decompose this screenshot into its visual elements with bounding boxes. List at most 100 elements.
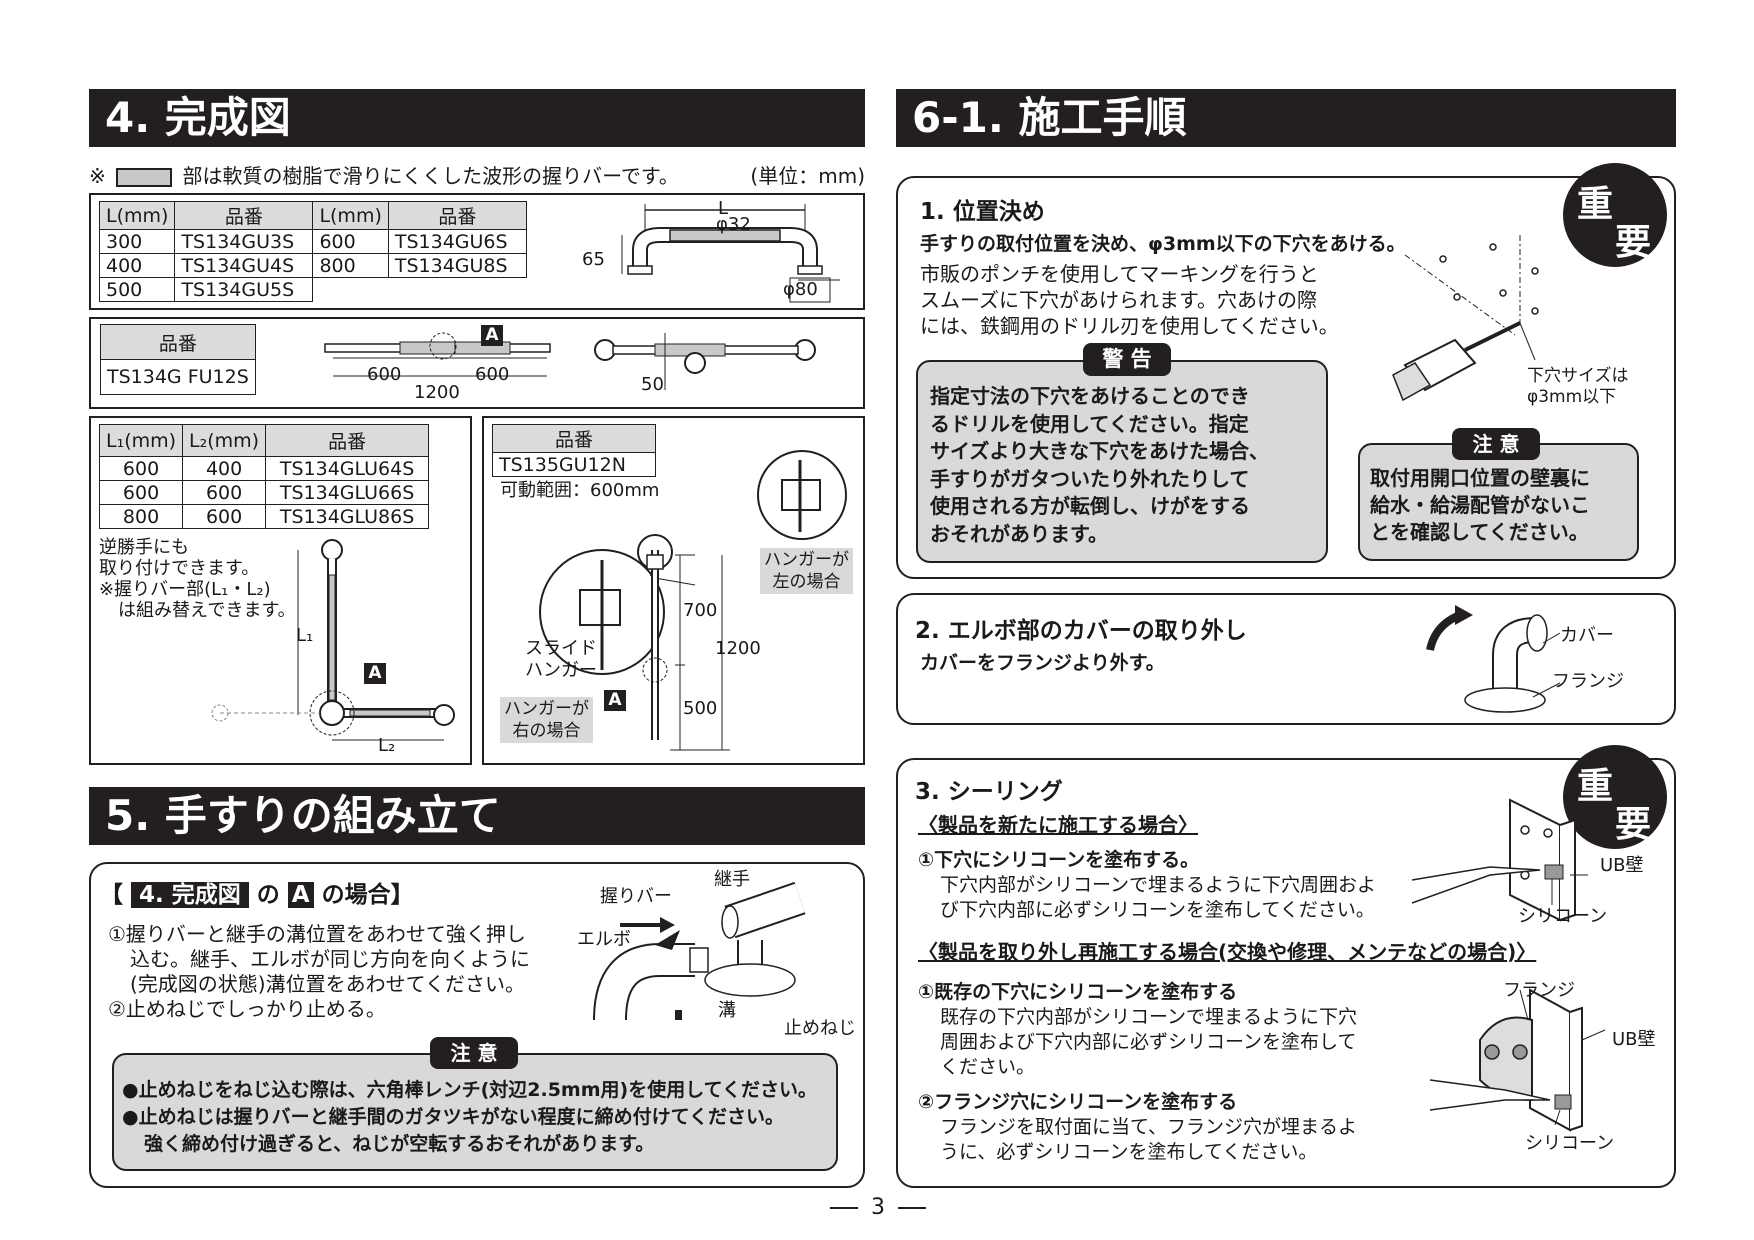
section4-header: 4. 完成図: [89, 89, 865, 147]
section4-title: 4. 完成図: [105, 93, 291, 142]
label-line: 右の場合: [512, 721, 581, 741]
assembly-caution-box: [112, 1053, 838, 1171]
range-label: 可動範囲：600mm: [500, 480, 660, 501]
case1-body: 下穴内部がシリコーンで埋まるように下穴周囲およ び下穴内部に必ずシリコーンを塗布…: [940, 873, 1376, 923]
dim-700: 700: [683, 600, 718, 621]
caution-line: ●止めねじは握りバーと継手間のガタツキがない程度に締め付けてください。: [122, 1106, 785, 1128]
section4-note: ※ 部は軟質の樹脂で滑りにくくした波形の握りバーです。 (単位：mm): [89, 162, 865, 190]
section5-title: 5. 手すりの組み立て: [105, 791, 501, 840]
l-bar-notes: 逆勝手にも 取り付けできます。 ※握りバー部(L₁・L₂) は組み替えできます。: [99, 537, 296, 621]
dim-50: 50: [641, 374, 664, 395]
ref-chip: 4. 完成図: [131, 882, 249, 908]
note-line: 逆勝手にも: [99, 537, 189, 558]
page-number-text: 3: [871, 1195, 885, 1220]
step3-title: 3. シーリング: [915, 779, 1063, 805]
case2-body1: 既存の下穴内部がシリコーンで埋まるように下穴 周囲および下穴内部に必ずシリコーン…: [940, 1005, 1357, 1080]
cell: TS134G FU12S: [100, 359, 256, 395]
body-line: 既存の下穴内部がシリコーンで埋まるように下穴: [940, 1006, 1358, 1028]
note-mark: ※: [89, 164, 106, 188]
body-line: フランジを取付面に当て、フランジ穴が埋まるよ: [940, 1116, 1358, 1138]
caution-badge: 注 意: [430, 1037, 518, 1069]
cell: 600: [312, 229, 389, 254]
assembly-caution-text: ●止めねじをねじ込む際は、六角棒レンチ(対辺2.5mm用)を使用してください。 …: [122, 1077, 817, 1158]
cell: TS134GU8S: [387, 253, 527, 278]
seal-char: 要: [1615, 222, 1652, 263]
case1-heading: 〈製品を新たに施工する場合〉: [918, 813, 1198, 837]
important-seal: 重 要: [1563, 163, 1667, 267]
dim-1200: 1200: [715, 638, 761, 659]
l-bar-figure: [211, 539, 455, 741]
cell: 500: [98, 277, 176, 302]
section5-header: 5. 手すりの組み立て: [89, 787, 865, 845]
dim-phi80: φ80: [783, 279, 818, 300]
th-part: 品番: [492, 424, 656, 453]
elbow-cover-figure: [1426, 605, 1561, 713]
dim-1200: 1200: [414, 382, 460, 403]
cell: 300: [98, 229, 176, 254]
important-seal: 重 要: [1563, 745, 1667, 849]
label-flange: フランジ: [1503, 980, 1575, 1001]
warning-line: おそれがあります。: [930, 521, 1108, 546]
cell: TS134GU6S: [387, 229, 527, 254]
subhead-text: の: [256, 882, 280, 908]
cell: TS135GU12N: [492, 452, 656, 477]
label-groove: 溝: [718, 1000, 736, 1021]
label-line: ハンガーが: [764, 550, 849, 570]
warning-line: 指定寸法の下穴をあけることのでき: [930, 384, 1250, 408]
label-elbow: エルボ: [577, 929, 631, 950]
cell: 800: [312, 253, 389, 278]
body-line: 周囲および下穴内部に必ずシリコーンを塗布して: [940, 1031, 1357, 1053]
cell: 400: [182, 456, 267, 481]
warning-badge: 警 告: [1083, 343, 1171, 376]
th-part: 品番: [265, 424, 430, 457]
cell: 600: [98, 480, 184, 505]
label-ub-wall: UB壁: [1600, 855, 1644, 876]
th-part: 品番: [387, 201, 527, 230]
label-line: ハンガー: [525, 660, 597, 681]
note-line: ※握りバー部(L₁・L₂): [99, 579, 271, 600]
label-cover: カバー: [1560, 625, 1614, 646]
body-line: 市販のポンチを使用してマーキングを行うと: [920, 262, 1319, 286]
body-line: ください。: [940, 1056, 1036, 1078]
case2-heading: 〈製品を取り外し再施工する場合(交換や修理、メンテなどの場合)〉: [918, 940, 1537, 964]
case1-step: ①下穴にシリコーンを塗布する。: [918, 849, 1200, 871]
assembly-figure: [593, 881, 806, 1021]
note-text: 部は軟質の樹脂で滑りにくくした波形の握りバーです。: [182, 164, 679, 188]
body-line: び下穴内部に必ずシリコーンを塗布してください。: [940, 899, 1375, 921]
th-l1: L₁(mm): [98, 424, 184, 457]
cell: TS134GU4S: [174, 253, 314, 278]
step-line: 込む。継手、エルボが同じ方向を向くように: [130, 947, 530, 971]
label-screw: 止めねじ: [784, 1018, 856, 1039]
dim-500: 500: [683, 698, 718, 719]
cell: TS134GU3S: [174, 229, 314, 254]
warning-line: るドリルを使用してください。指定: [930, 411, 1249, 436]
body-line: うに、必ずシリコーンを塗布してください。: [940, 1141, 1318, 1163]
warning-line: 使用される方が転倒し、けがをする: [930, 494, 1250, 518]
straight-bar-figure: [621, 204, 840, 303]
step1-caution-text: 取付用開口位置の壁裏に 給水・給湯配管がないこ とを確認してください。: [1370, 465, 1590, 546]
caution-line: 強く締め付け過ぎると、ねじが空転するおそれがあります。: [144, 1133, 655, 1155]
dim-L: L: [718, 198, 729, 219]
label-ub-wall: UB壁: [1612, 1029, 1656, 1050]
seal-char: 重: [1577, 766, 1614, 807]
seal-char: 重: [1577, 184, 1614, 225]
dim-phi32: φ32: [716, 214, 751, 235]
page-number: 3: [828, 1195, 928, 1220]
label-line: スライド: [525, 638, 597, 659]
th-l: L(mm): [98, 201, 176, 230]
note-line: 取り付けできます。: [99, 558, 260, 579]
case2-body2: フランジを取付面に当て、フランジ穴が埋まるよ うに、必ずシリコーンを塗布してくだ…: [940, 1115, 1357, 1165]
warning-text: 指定寸法の下穴をあけることのでき るドリルを使用してください。指定 サイズより大…: [930, 383, 1269, 548]
body-line: スムーズに下穴があけられます。穴あけの際: [920, 288, 1317, 312]
th-l: L(mm): [312, 201, 389, 230]
step2-body: カバーをフランジより外す。: [920, 652, 1165, 674]
th-l2: L₂(mm): [182, 424, 267, 457]
cell: 600: [182, 480, 267, 505]
fu12s-figure: [324, 332, 816, 390]
step1-lead: 手すりの取付位置を決め、φ3mm以下の下穴をあける。: [920, 233, 1406, 255]
body-line: には、鉄鋼用のドリル刃を使用してください。: [920, 314, 1339, 338]
dim-65: 65: [582, 249, 605, 270]
label-flange: フランジ: [1552, 671, 1624, 692]
dim-l2: L₂: [378, 735, 396, 756]
cell: TS134GU5S: [174, 277, 314, 302]
